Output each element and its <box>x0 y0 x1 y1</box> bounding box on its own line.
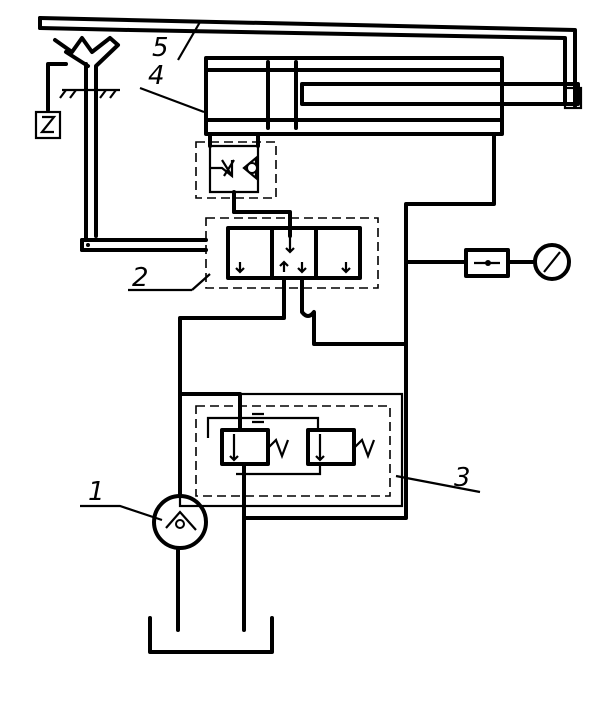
fork-lever <box>34 36 120 140</box>
directional-valve-2 <box>128 217 379 292</box>
throttle-check-valve <box>195 132 292 238</box>
filter-and-gauge <box>464 243 571 281</box>
pump-1 <box>80 392 208 632</box>
label-4: 4 <box>148 61 165 91</box>
linkage-bar-5 <box>38 16 583 110</box>
feedback-rod <box>80 62 208 252</box>
pressure-line-right <box>404 132 496 306</box>
label-3: 3 <box>454 463 471 493</box>
valve-ports-lines <box>178 276 408 632</box>
label-2: 2 <box>132 263 149 293</box>
tank <box>148 616 274 654</box>
label-5: 5 <box>152 33 169 63</box>
hydraulic-cylinder-4 <box>139 56 580 136</box>
pressure-valve-block-3 <box>178 392 481 520</box>
label-1: 1 <box>88 477 105 507</box>
